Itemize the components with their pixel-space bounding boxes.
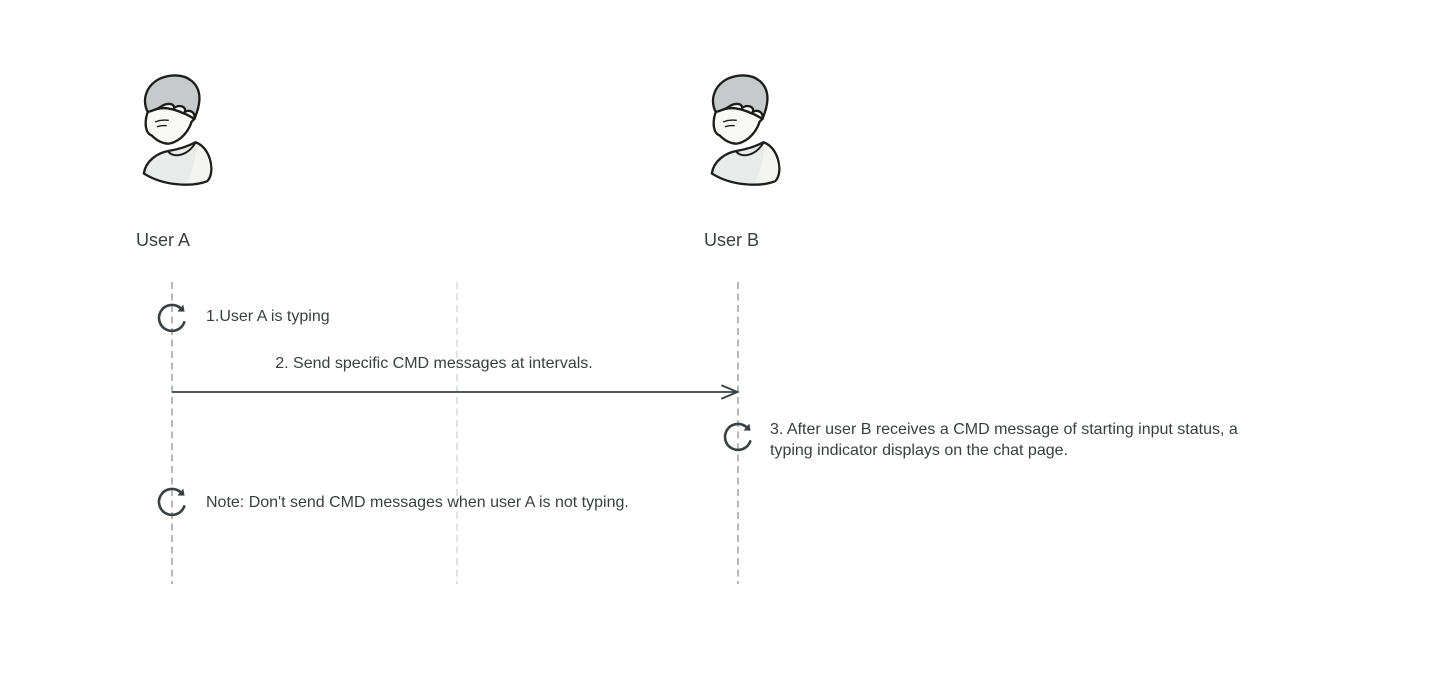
step-2-label: 2. Send specific CMD messages at interva… bbox=[275, 355, 593, 372]
note-label: Note: Don't send CMD messages when user … bbox=[206, 494, 629, 511]
actor-a-label: User A bbox=[136, 230, 191, 250]
step-1-label: 1.User A is typing bbox=[206, 308, 330, 325]
step-3-label: 3. After user B receives a CMD message o… bbox=[770, 421, 1238, 459]
user-a-avatar-icon bbox=[142, 74, 213, 186]
message-arrowhead-icon bbox=[721, 384, 740, 400]
actor-b-label: User B bbox=[704, 230, 760, 250]
user-b-avatar-icon bbox=[710, 74, 781, 186]
